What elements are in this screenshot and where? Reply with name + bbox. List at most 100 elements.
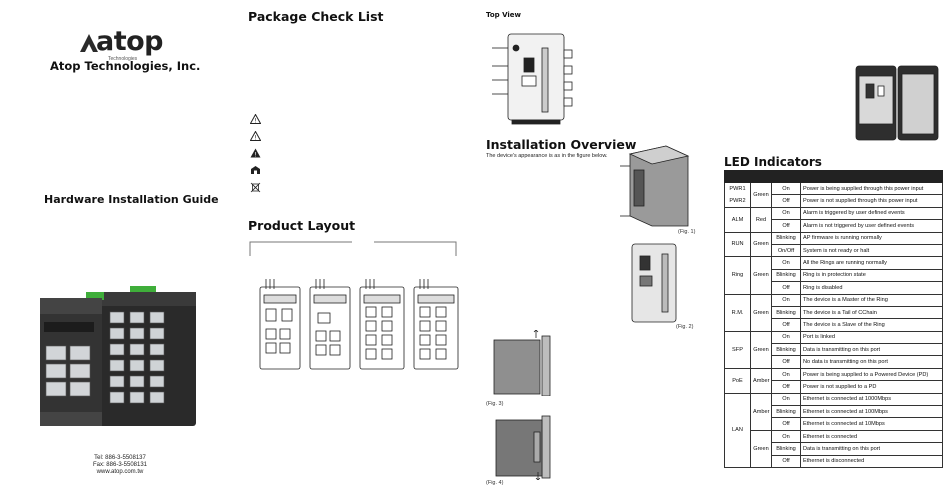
led-status: Blinking bbox=[771, 305, 801, 320]
installation-overview-desc: The device's appearance is as in the fig… bbox=[486, 153, 608, 159]
led-name: RUN bbox=[724, 231, 751, 258]
led-description: Ring is in protection state bbox=[800, 268, 943, 283]
led-status: On bbox=[771, 206, 801, 221]
fig2-drawing bbox=[631, 243, 677, 323]
led-name: SFP bbox=[724, 330, 751, 369]
led-status: Off bbox=[771, 454, 801, 469]
led-status: Off bbox=[771, 281, 801, 295]
hazard-icon: ! bbox=[250, 148, 261, 158]
contact-block: Tel: 886-3-5508137 Fax: 886-3-5508131 ww… bbox=[70, 455, 170, 476]
caution-icon: ! bbox=[250, 131, 261, 141]
fig4-label: (Fig. 4) bbox=[486, 480, 504, 486]
led-description: No data is transmitting on this port bbox=[800, 355, 943, 369]
led-status: On bbox=[771, 181, 801, 196]
led-description: The device is a Master of the Ring bbox=[800, 293, 943, 307]
recycle-bin-icon bbox=[250, 182, 261, 193]
led-description: Ethernet is disconnected bbox=[800, 454, 943, 469]
led-description: System is not ready or halt bbox=[800, 243, 943, 258]
company-name: Atop Technologies, Inc. bbox=[50, 59, 201, 73]
led-description: Ethernet is connected at 10Mbps bbox=[800, 417, 943, 431]
led-status: Off bbox=[771, 318, 801, 332]
building-icon bbox=[251, 166, 260, 174]
logo-mark-icon bbox=[80, 34, 98, 52]
fig3-label: (Fig. 3) bbox=[486, 401, 504, 407]
svg-text:!: ! bbox=[254, 152, 256, 159]
led-status: Blinking bbox=[771, 231, 801, 245]
led-description: Power is not supplied through this power… bbox=[800, 194, 943, 208]
led-description: All the Rings are running normally bbox=[800, 256, 943, 270]
led-color: Green bbox=[750, 330, 772, 369]
led-color: Green bbox=[750, 231, 772, 258]
led-name: R.M. bbox=[724, 293, 751, 332]
led-description: Power is not supplied to a PD bbox=[800, 380, 943, 394]
led-name: PWR2 bbox=[729, 197, 746, 204]
led-table-header bbox=[724, 170, 943, 183]
led-description: Ethernet is connected at 100Mbps bbox=[800, 405, 943, 419]
led-description: Power is being supplied through this pow… bbox=[800, 181, 943, 196]
installation-overview-title: Installation Overview bbox=[486, 137, 637, 152]
led-status: On bbox=[771, 392, 801, 407]
led-description: Ethernet is connected bbox=[800, 429, 943, 444]
package-panel: Package Check List ! ! ! Product Layout bbox=[238, 0, 472, 499]
led-status: Blinking bbox=[771, 268, 801, 283]
product-photo bbox=[40, 286, 196, 426]
contact-web: www.atop.com.tw bbox=[96, 469, 144, 475]
product-layout-title: Product Layout bbox=[248, 218, 356, 233]
led-description: Data is transmitting on this port bbox=[800, 442, 943, 456]
logo-subtext: Technologies bbox=[108, 56, 138, 62]
cover-panel: atop Technologies Atop Technologies, Inc… bbox=[0, 0, 238, 499]
led-name: PWR1 bbox=[729, 185, 746, 192]
fig4-drawing bbox=[495, 415, 551, 480]
led-name: PoE bbox=[724, 367, 751, 394]
atop-logo: atop Technologies bbox=[78, 26, 168, 64]
led-description: Ethernet is connected at 1000Mbps bbox=[800, 392, 943, 407]
led-color: Amber bbox=[750, 392, 772, 431]
fig1-drawing bbox=[620, 145, 690, 227]
fig1-label: (Fig. 1) bbox=[678, 229, 696, 235]
installation-panel: Top View Installation Overview The devic… bbox=[472, 0, 716, 499]
led-status: Blinking bbox=[771, 405, 801, 419]
device-photo bbox=[855, 65, 939, 141]
caution-icon: ! bbox=[250, 114, 261, 124]
led-name: Ring bbox=[724, 256, 751, 295]
led-color: Green bbox=[750, 182, 772, 208]
led-status: Off bbox=[771, 380, 801, 394]
product-layout-drawings bbox=[259, 279, 459, 370]
layout-bracket bbox=[249, 241, 457, 256]
led-color: Amber bbox=[750, 367, 772, 394]
led-status: Off bbox=[771, 355, 801, 369]
led-description: The device is a Slave of the Ring bbox=[800, 318, 943, 332]
led-name: ALM bbox=[724, 206, 751, 233]
svg-text:!: ! bbox=[254, 118, 256, 125]
led-status: On bbox=[771, 256, 801, 270]
led-color: Red bbox=[750, 206, 772, 233]
led-description: Port is linked bbox=[800, 330, 943, 345]
led-status: Off bbox=[771, 219, 801, 233]
led-color: Green bbox=[750, 429, 772, 468]
svg-text:!: ! bbox=[254, 135, 256, 142]
guide-title: Hardware Installation Guide bbox=[44, 193, 219, 206]
led-indicators-title: LED Indicators bbox=[724, 155, 822, 169]
warning-icons: ! ! ! bbox=[250, 114, 264, 193]
led-status: On/Off bbox=[771, 243, 801, 258]
led-name: LAN bbox=[724, 392, 751, 468]
package-check-list-title: Package Check List bbox=[248, 9, 384, 24]
led-status: Blinking bbox=[771, 343, 801, 357]
